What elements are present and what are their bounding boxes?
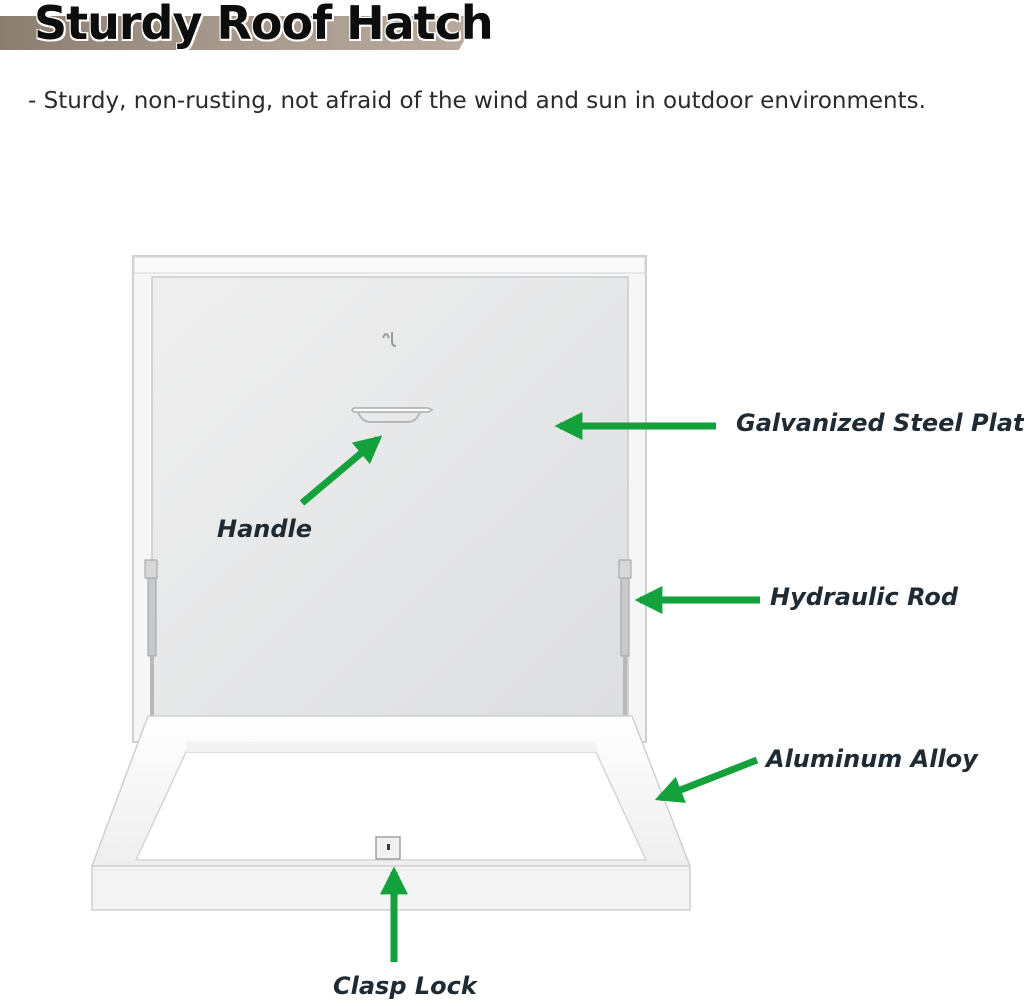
hatch-lid — [132, 255, 647, 743]
callout-galvanized-steel-plate: Galvanized Steel Plate — [736, 409, 1024, 437]
feature-description: - Sturdy, non-rusting, not afraid of the… — [28, 88, 926, 114]
arrow-aluminum-alloy — [654, 756, 759, 803]
callout-arrows — [299, 412, 760, 962]
callout-handle: Handle — [217, 515, 313, 543]
page-title: Sturdy Roof Hatch — [34, 0, 494, 50]
callout-clasp-lock: Clasp Lock — [333, 972, 477, 1000]
hydraulic-rod-right — [618, 559, 632, 726]
callout-aluminum-alloy: Aluminum Alloy — [766, 745, 978, 773]
arrow-handle — [299, 435, 383, 506]
hydraulic-rod-left — [144, 559, 158, 726]
callout-hydraulic-rod: Hydraulic Rod — [770, 583, 959, 611]
handle-bar — [350, 407, 434, 423]
clasp-lock — [375, 836, 401, 860]
title-accent-band — [0, 16, 478, 50]
